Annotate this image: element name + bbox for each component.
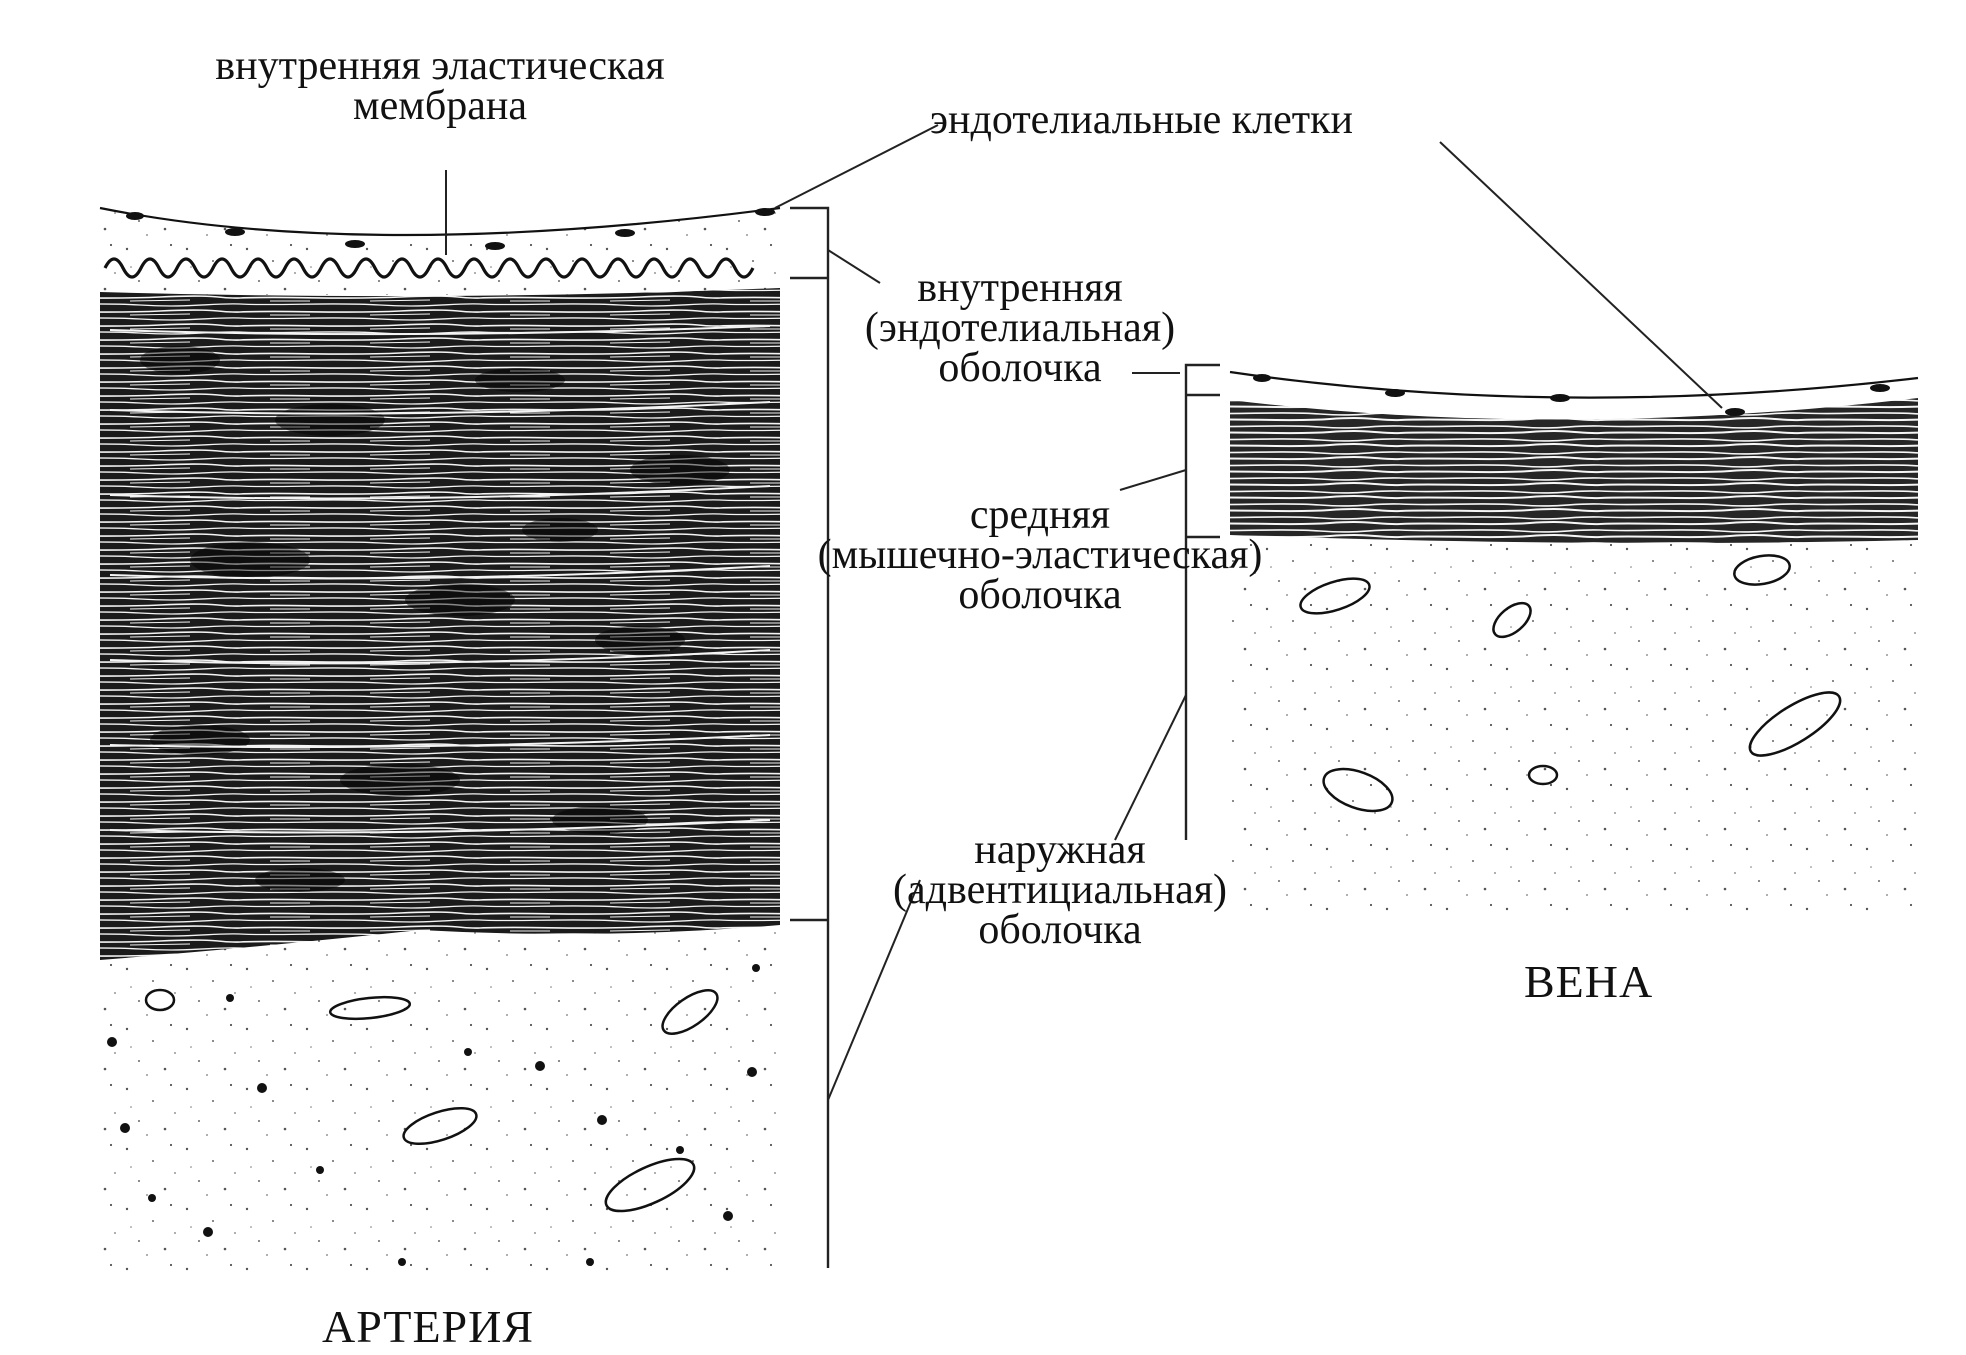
vein-endothelial-nuclei bbox=[1253, 374, 1890, 416]
label-internal-elastic-membrane: внутренняя эластическая мембрана bbox=[160, 43, 720, 129]
artery-endothelium-line bbox=[99, 206, 781, 237]
vein-adventitia bbox=[1230, 520, 1918, 920]
artery-media-highlights bbox=[109, 325, 771, 834]
label-inner-layer-line3: оболочка bbox=[938, 345, 1102, 391]
label-internal-elastic-membrane-line1: внутренняя эластическая bbox=[215, 43, 665, 89]
artery-endothelial-nuclei bbox=[126, 208, 775, 250]
artery-intima-subendothelium bbox=[100, 208, 780, 295]
artery-media-mottling bbox=[140, 346, 730, 892]
vein-section bbox=[1230, 398, 1918, 920]
artery-adventitia-cells bbox=[107, 964, 760, 1266]
label-inner-layer-line2: (эндотелиальная) bbox=[864, 305, 1176, 351]
label-endothelial-cells: эндотелиальные клетки bbox=[930, 97, 1353, 143]
vein-endothelium-line bbox=[1229, 370, 1919, 399]
vein-adventitia-cells bbox=[1299, 554, 1842, 813]
leader-lines bbox=[445, 124, 1723, 1101]
caption-vein: ВЕНА bbox=[1524, 956, 1654, 1007]
caption-artery: АРТЕРИЯ bbox=[322, 1301, 535, 1352]
label-inner-layer-line1: внутренняя bbox=[917, 265, 1123, 311]
label-middle-layer-line1: средняя bbox=[969, 492, 1111, 538]
vein-layer-bracket bbox=[1184, 363, 1220, 840]
label-middle-layer-line2: (мышечно-эластическая) bbox=[817, 532, 1263, 578]
artery-adventitia bbox=[100, 900, 780, 1280]
label-outer-layer-line1: наружная bbox=[974, 827, 1146, 873]
internal-elastic-membrane bbox=[103, 257, 755, 279]
label-middle-layer-line3: оболочка bbox=[958, 572, 1122, 618]
vein-media bbox=[1230, 398, 1918, 544]
label-internal-elastic-membrane-line2: мембрана bbox=[353, 83, 527, 129]
label-outer-layer-line3: оболочка bbox=[978, 907, 1142, 953]
artery-section bbox=[100, 208, 780, 1280]
label-outer-layer: наружная (адвентициальная) оболочка bbox=[850, 827, 1270, 953]
artery-media bbox=[100, 288, 780, 960]
artery-layer-bracket bbox=[790, 206, 830, 1268]
label-middle-layer: средняя (мышечно-эластическая) оболочка bbox=[770, 492, 1310, 618]
label-inner-layer: внутренняя (эндотелиальная) оболочка bbox=[830, 265, 1210, 391]
label-outer-layer-line2: (адвентициальная) bbox=[892, 867, 1228, 913]
